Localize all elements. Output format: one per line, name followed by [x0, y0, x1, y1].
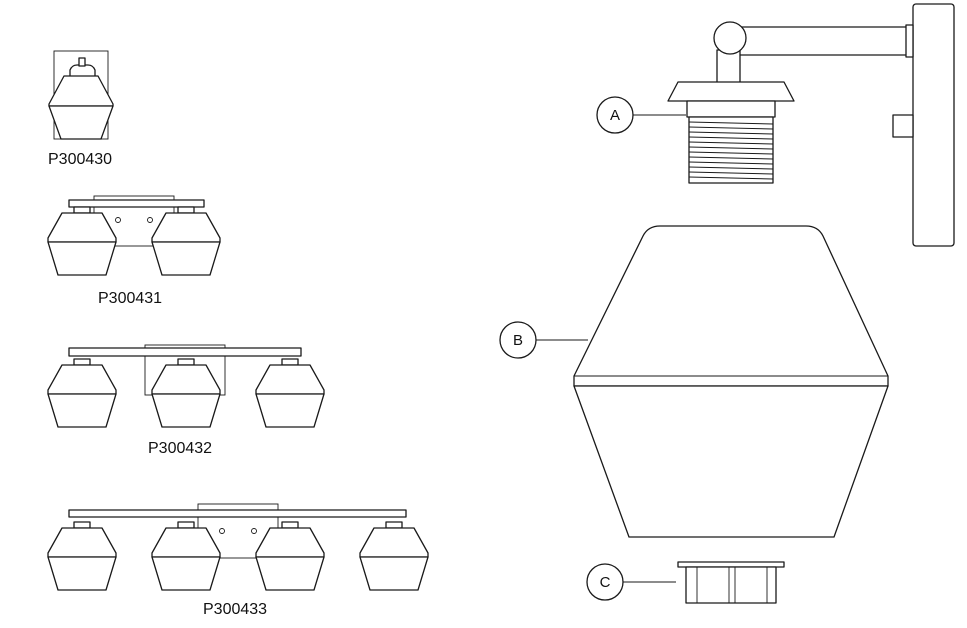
mount-hole — [251, 528, 257, 534]
shade — [47, 358, 117, 428]
fixture-p300432: P300432 — [47, 344, 325, 457]
shade-lower — [573, 385, 889, 538]
socket-part-a — [667, 81, 795, 184]
elbow-joint — [713, 21, 747, 55]
neck — [716, 49, 741, 86]
glass-shade-part-b — [573, 225, 889, 538]
fixture-p300431: P300431 — [47, 195, 221, 307]
arm-bar — [68, 509, 407, 518]
callout-c: C — [586, 563, 676, 601]
shade-lower — [48, 105, 114, 140]
exploded-view: A B C — [499, 3, 955, 604]
shade — [151, 358, 221, 428]
socket-cap — [667, 81, 795, 102]
callout-circle — [586, 563, 624, 601]
callout-a: A — [596, 96, 686, 134]
callout-circle — [596, 96, 634, 134]
model-label-p300430: P300430 — [48, 151, 112, 168]
shade — [255, 358, 325, 428]
callout-letter-b: B — [513, 332, 523, 349]
callout-letter-a: A — [610, 107, 620, 124]
mount-hole — [147, 217, 153, 223]
shade — [151, 206, 221, 276]
arm-collar — [905, 24, 914, 58]
shade — [47, 206, 117, 276]
shade — [151, 521, 221, 591]
ring-part-c — [677, 561, 785, 604]
mount-screw — [892, 114, 914, 138]
arm-bar — [68, 199, 205, 208]
model-label-p300431: P300431 — [98, 290, 162, 307]
callout-letter-c: C — [600, 574, 611, 591]
callout-circle — [499, 321, 537, 359]
model-label-p300432: P300432 — [148, 440, 212, 457]
ring-lip — [677, 561, 785, 568]
callout-b: B — [499, 321, 588, 359]
socket-collar — [686, 100, 776, 118]
model-label-p300433: P300433 — [203, 601, 267, 618]
mount-hole — [115, 217, 121, 223]
shade — [255, 521, 325, 591]
thread-lines — [688, 121, 774, 180]
shade — [359, 521, 429, 591]
mount-hole — [219, 528, 225, 534]
ring-body — [685, 566, 777, 604]
wall-plate — [912, 3, 955, 247]
arm-bar — [68, 347, 302, 357]
shade-upper — [48, 75, 114, 107]
shade — [47, 521, 117, 591]
fixture-p300433: P300433 — [47, 503, 429, 618]
shade-upper — [573, 225, 889, 387]
switch-knob — [78, 57, 86, 67]
fixture-p300430: P300430 — [48, 50, 114, 168]
arm — [730, 26, 908, 56]
